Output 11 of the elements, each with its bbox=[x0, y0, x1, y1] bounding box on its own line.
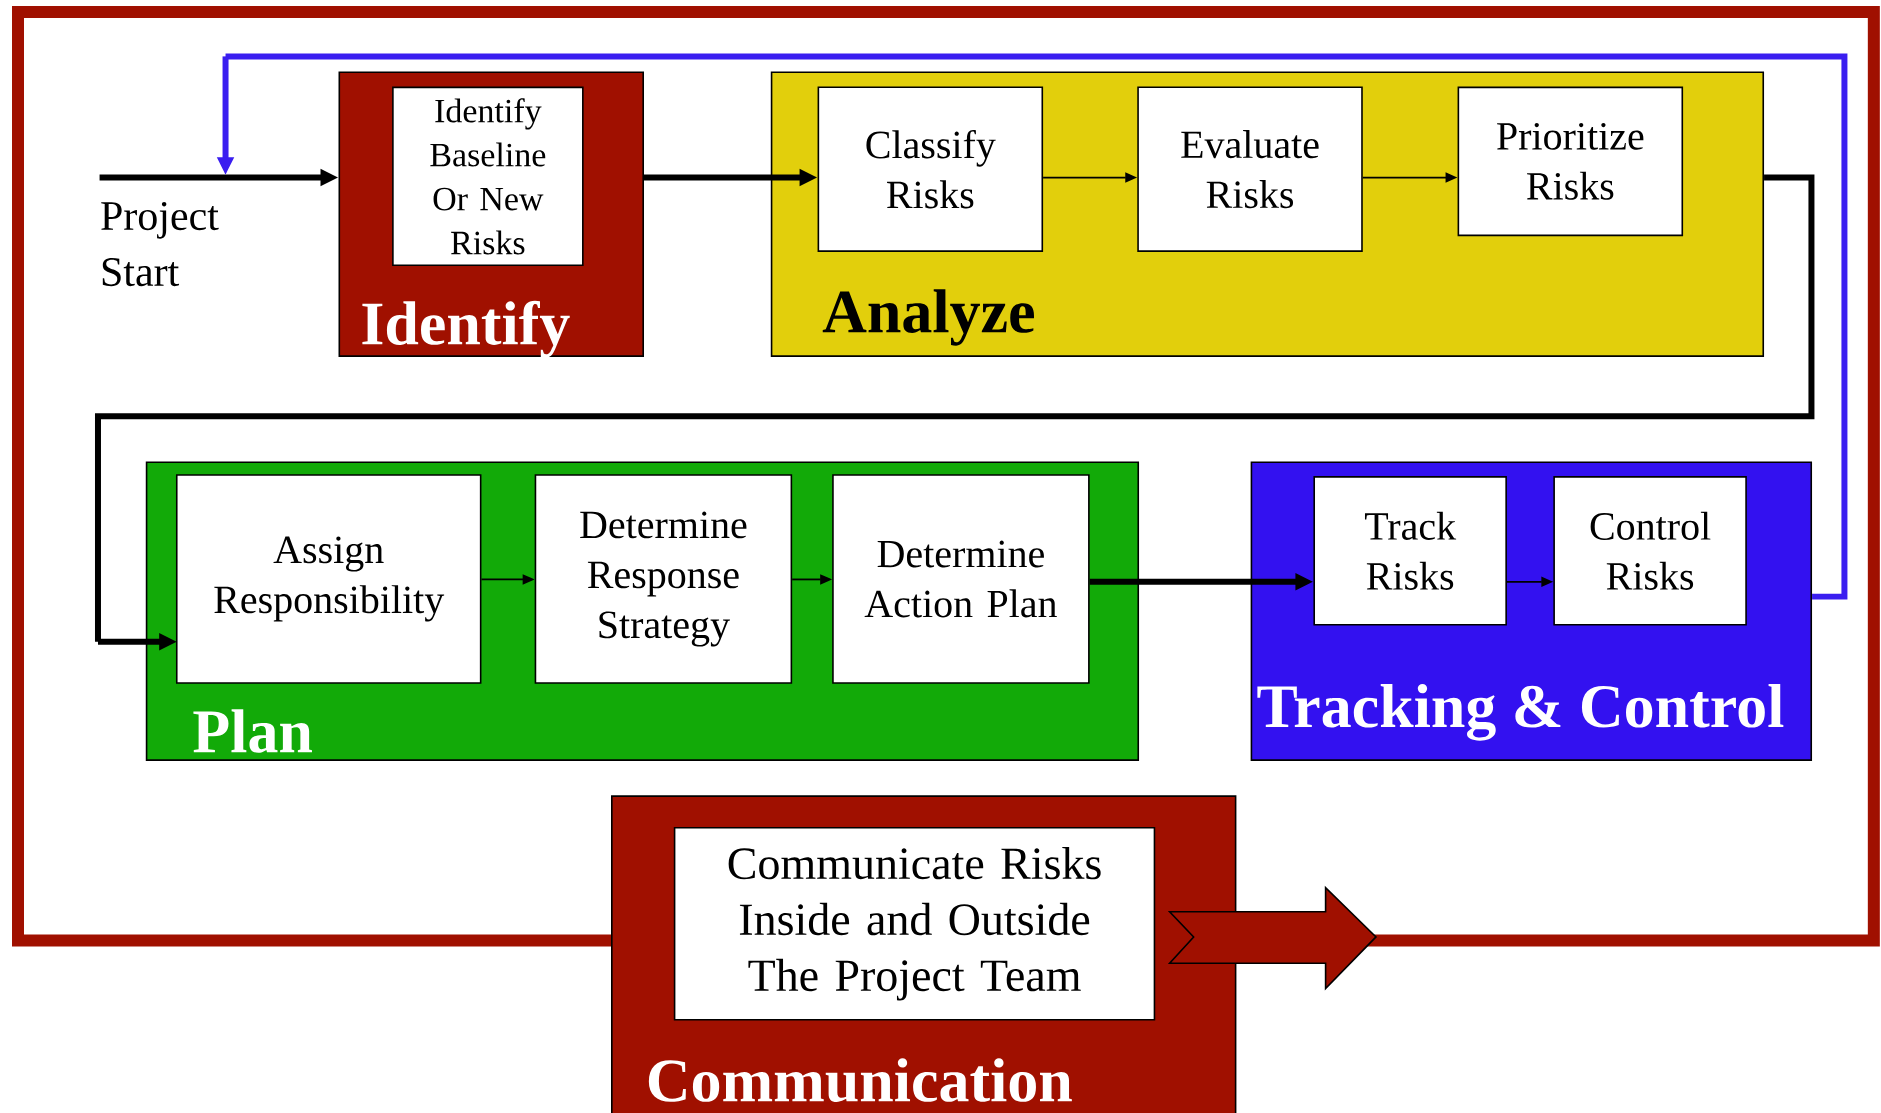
step-box: Track Risks bbox=[1313, 475, 1507, 626]
step-box: Determine Response Strategy bbox=[534, 474, 793, 684]
step-box: Prioritize Risks bbox=[1457, 86, 1684, 236]
step-box: Evaluate Risks bbox=[1137, 86, 1363, 252]
step-box: Communicate Risks Inside and Outside The Project Team bbox=[673, 826, 1156, 1021]
step-box: Control Risks bbox=[1553, 475, 1747, 626]
step-box: Classify Risks bbox=[817, 86, 1044, 252]
step-box: Assign Responsibility bbox=[175, 474, 482, 684]
start-label: Project Start bbox=[101, 201, 219, 286]
step-box: Determine Action Plan bbox=[832, 474, 1090, 684]
step-box: Identify Baseline Or New Risks bbox=[392, 86, 584, 266]
